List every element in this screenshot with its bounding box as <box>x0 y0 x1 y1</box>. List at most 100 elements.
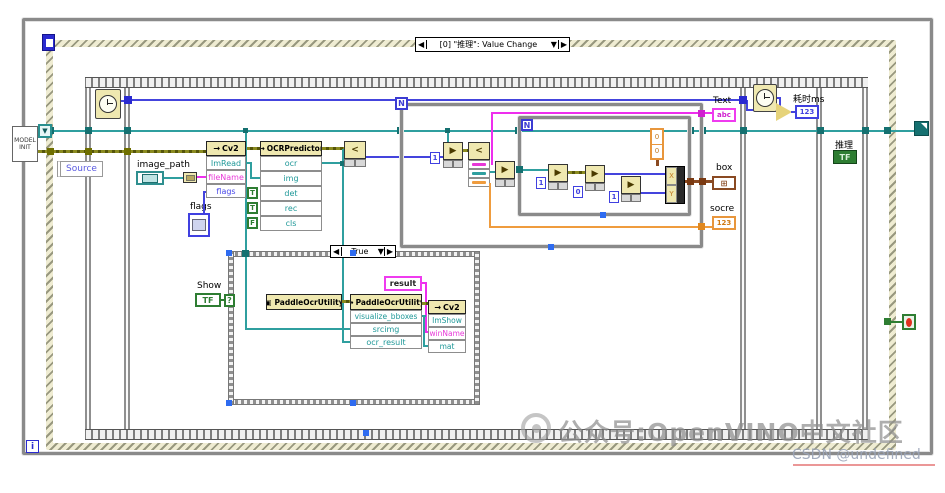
source-label-box[interactable]: Source <box>57 161 103 177</box>
array-elem-0: 0 <box>652 130 662 145</box>
imshow-row-winname[interactable]: winName <box>428 327 466 340</box>
model-init-line1: MODEL <box>14 137 36 144</box>
cv2-imshow-node[interactable]: → Cv2 <box>428 300 466 314</box>
selection-handle[interactable] <box>226 250 232 256</box>
case-selector[interactable]: ◀ True ▼ ▶ <box>330 245 396 258</box>
bundle-y-field[interactable]: Y <box>666 185 677 203</box>
num-constant-4[interactable]: 1 <box>609 191 619 203</box>
text-indicator-label: Text <box>713 96 732 106</box>
case-selector-next[interactable]: ▶ <box>383 247 395 256</box>
cv2-imshow-title: Cv2 <box>443 302 460 312</box>
cv2-imread-row-filename[interactable]: fileName <box>206 170 246 184</box>
show-control[interactable]: TF <box>195 293 221 307</box>
event-selector[interactable]: ◀ [0] "推理": Value Change ▼ ▶ <box>415 37 570 52</box>
bool-constant-det[interactable]: T <box>247 187 258 199</box>
paddle-ctor-node[interactable]: ▣ PaddleOcrUtility <box>266 294 342 310</box>
ocr-up-wire <box>342 149 344 164</box>
while-loop[interactable] <box>22 18 933 455</box>
num-constant-3[interactable]: 0 <box>573 186 583 198</box>
paddle-row-srcimg[interactable]: srcimg <box>350 323 422 336</box>
index-array-node-4[interactable]: ▶ <box>548 164 568 182</box>
box-indicator-label: box <box>716 163 733 173</box>
selection-handle[interactable] <box>226 400 232 406</box>
cv2-imread-row-flags[interactable]: flags <box>206 184 246 198</box>
ocr-row-rec[interactable]: rec <box>260 201 322 216</box>
bundle-node[interactable]: X Y <box>665 166 685 204</box>
box-indicator[interactable]: ⊞ <box>712 176 736 190</box>
ocr-row-cls[interactable]: cls <box>260 216 322 231</box>
image-path-label: image_path <box>137 160 190 170</box>
iteration-terminal[interactable]: i <box>26 440 39 453</box>
tick-count-node-end[interactable] <box>753 84 777 112</box>
event-selector-text[interactable]: [0] "推理": Value Change <box>439 40 538 49</box>
event-timeout-terminal[interactable] <box>42 34 55 51</box>
path-to-string-glyph <box>185 174 195 181</box>
result-constant[interactable]: result <box>384 276 422 291</box>
ocr-row-img[interactable]: img <box>260 171 322 186</box>
selection-handle[interactable] <box>600 212 606 218</box>
event-selector-prev[interactable]: ◀ <box>416 40 428 49</box>
for-loop-count-terminal[interactable]: N <box>395 97 408 110</box>
flags-label: flags <box>190 202 212 212</box>
selection-handle[interactable] <box>350 250 356 256</box>
imshow-row-mat[interactable]: mat <box>428 340 466 353</box>
ocr-predictor-node[interactable]: → OCRPredictor <box>260 141 322 156</box>
node2-row-b[interactable] <box>468 169 490 178</box>
ocr-row-ocr[interactable]: ocr <box>260 156 322 171</box>
invoke-arrow-icon: → <box>351 298 354 307</box>
bundle-x-field[interactable]: X <box>666 167 677 185</box>
tick-count-node-start[interactable] <box>95 89 121 119</box>
index-array-node-3[interactable]: ▶ <box>495 161 515 179</box>
inner-loop-count-terminal[interactable]: N <box>521 119 533 131</box>
image-path-control[interactable] <box>136 171 164 185</box>
index-array-node-1[interactable]: ▶ <box>443 142 463 160</box>
sequence-border-bottom[interactable] <box>85 429 868 440</box>
time-indicator[interactable]: 123 <box>795 105 819 119</box>
case-selector-text[interactable]: True <box>351 247 369 256</box>
unbundle-node-2[interactable]: < <box>468 142 490 160</box>
unbundle-node[interactable]: < <box>344 141 366 159</box>
result-wire-b <box>425 331 428 333</box>
event-selector-dropdown[interactable]: ▼ <box>550 40 557 49</box>
score-indicator[interactable]: 123 <box>712 216 736 230</box>
source-label: Source <box>66 164 97 174</box>
index-array-node-5[interactable]: ▶ <box>585 165 605 183</box>
cv2-imread-node[interactable]: → Cv2 <box>206 141 246 156</box>
event-ref-terminal[interactable]: ▼ <box>38 124 52 138</box>
flags-constant[interactable] <box>188 213 210 237</box>
ref-down-icon: ▼ <box>42 127 48 135</box>
score-wire-v <box>489 183 491 228</box>
case-border-right[interactable] <box>474 251 480 405</box>
array-constant[interactable]: 0 0 <box>650 128 664 160</box>
case-border-left[interactable] <box>228 251 234 405</box>
num-constant-1[interactable]: 1 <box>430 152 440 164</box>
imshow-row-imshow[interactable]: ImShow <box>428 314 466 327</box>
index-array-node-6[interactable]: ▶ <box>621 176 641 194</box>
node2-row-str[interactable] <box>468 160 490 169</box>
num-constant-2[interactable]: 1 <box>536 177 546 189</box>
bool-constant-cls[interactable]: F <box>247 217 258 229</box>
loop-condition-terminal[interactable] <box>902 314 916 330</box>
event-selector-next[interactable]: ▶ <box>557 40 569 49</box>
selection-handle[interactable] <box>363 430 369 436</box>
time-glyph: 123 <box>799 108 815 116</box>
model-init-subvi[interactable]: MODEL INIT <box>12 126 38 162</box>
cv2-imread-row-imread[interactable]: ImRead <box>206 156 246 170</box>
paddle-util-node[interactable]: → PaddleOcrUtility <box>350 294 422 310</box>
time-indicator-label: 耗时ms <box>793 95 825 105</box>
infer-control[interactable]: TF <box>833 150 857 164</box>
case-selector-prev[interactable]: ◀ <box>331 247 343 256</box>
ocr-row-det[interactable]: det <box>260 186 322 201</box>
node2-row-dbl[interactable] <box>468 178 490 187</box>
bool-constant-rec[interactable]: T <box>247 202 258 214</box>
text-indicator[interactable]: abc <box>712 108 736 122</box>
sequence-border-top[interactable] <box>85 77 868 88</box>
paddle-row-ocr-result[interactable]: ocr_result <box>350 336 422 349</box>
selection-handle[interactable] <box>350 400 356 406</box>
selection-handle[interactable] <box>548 244 554 250</box>
path-to-string-node[interactable] <box>183 172 197 183</box>
paddle-row-visualize[interactable]: visualize_bboxes <box>350 310 422 323</box>
watermark-text: 公众号:OpenVINO中文社区 <box>558 418 904 447</box>
case-selector-dropdown[interactable]: ▼ <box>377 247 384 256</box>
filename-wire <box>197 176 206 178</box>
